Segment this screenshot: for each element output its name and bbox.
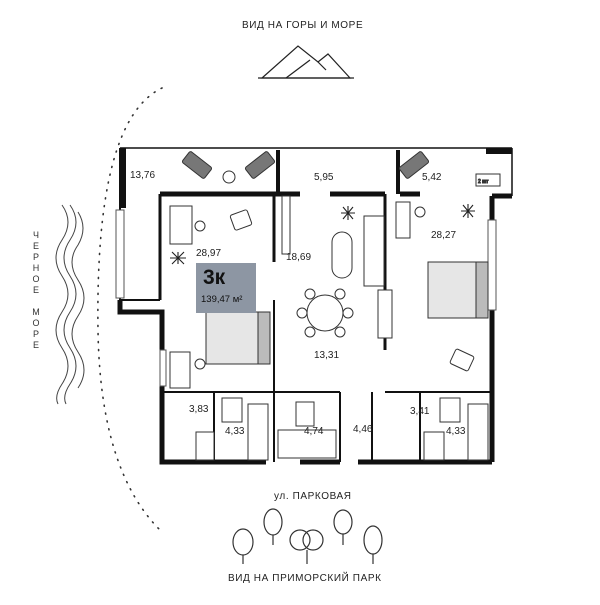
- mountains-icon: [258, 45, 354, 79]
- room-area: 28,27: [431, 230, 457, 241]
- view-top-label: ВИД НА ГОРЫ И МОРЕ: [242, 20, 364, 31]
- room-area: 13,31: [314, 350, 340, 361]
- room-area: 3,41: [410, 406, 430, 417]
- room-area: 5,42: [422, 172, 442, 183]
- furniture-icon: [281, 195, 393, 339]
- bathroom-fixtures: [195, 397, 489, 461]
- view-bottom-label: ВИД НА ПРИМОРСКИЙ ПАРК: [228, 573, 382, 584]
- apartment-area: 139,47 м²: [201, 294, 243, 305]
- apartment-type: 3к: [203, 266, 226, 289]
- coastline: [97, 87, 163, 531]
- apartment-badge: 3к 139,47 м²: [196, 263, 256, 313]
- room-area: 13,76: [130, 170, 156, 181]
- street-label: ул. ПАРКОВАЯ: [274, 491, 352, 502]
- room-area: 4,33: [446, 426, 466, 437]
- room-area: 28,97: [196, 248, 222, 259]
- room-area: 4,33: [225, 426, 245, 437]
- interior-walls: [162, 194, 492, 462]
- room-area: 3,83: [189, 404, 209, 415]
- windows: [115, 209, 497, 387]
- tree-icon: [232, 508, 383, 564]
- sea-waves: [55, 204, 85, 405]
- room-area: 4,46: [353, 424, 373, 435]
- sea-label: Ч Е Р Н О Е М О Р Е: [32, 230, 40, 350]
- furniture-icon: 2 шт: [181, 151, 501, 187]
- room-area: 5,95: [314, 172, 334, 183]
- furniture-icon: [169, 201, 475, 389]
- svg-text:2 шт: 2 шт: [478, 179, 489, 185]
- bed: [205, 261, 489, 365]
- plant-icon: [170, 204, 475, 265]
- room-area: 4,74: [304, 426, 324, 437]
- room-area: 18,69: [286, 252, 312, 263]
